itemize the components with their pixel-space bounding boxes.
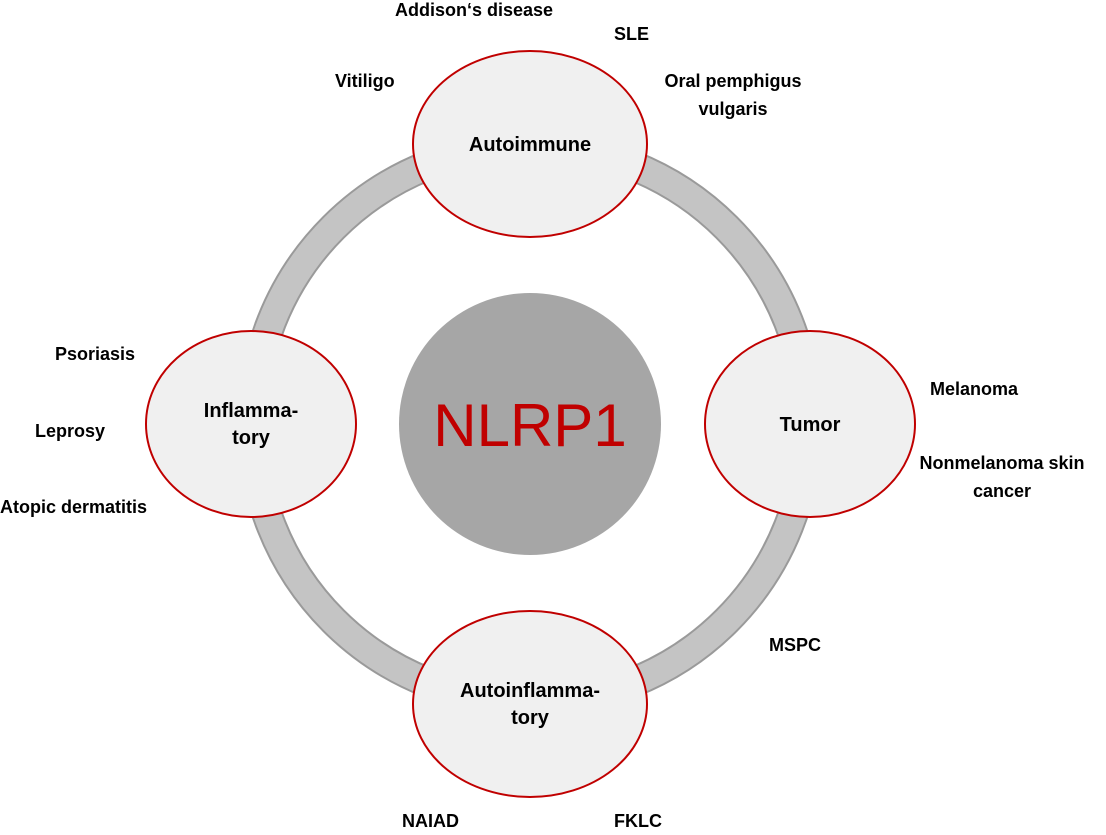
disease-atopic-dermatitis: Atopic dermatitis: [0, 497, 148, 517]
node-autoinflammatory-label-line1: Autoinflamma-: [460, 680, 600, 702]
disease-nonmelanoma: Nonmelanoma skin cancer: [919, 449, 1085, 505]
node-autoimmune: Autoimmune: [412, 50, 648, 238]
disease-leprosy: Leprosy: [35, 421, 106, 441]
node-tumor: Tumor: [704, 330, 916, 518]
node-inflammatory-label-line2: tory: [232, 427, 271, 449]
node-inflammatory: Inflamma- tory: [145, 330, 357, 518]
disease-psoriasis: Psoriasis: [55, 344, 136, 364]
disease-melanoma: Melanoma: [930, 379, 1019, 399]
center-circle: [399, 293, 661, 555]
node-autoimmune-label: Autoimmune: [469, 134, 591, 156]
disease-fklc: FKLC: [614, 811, 662, 831]
node-autoinflammatory-label-line2: tory: [511, 707, 550, 729]
node-autoimmune-ellipse: [412, 50, 648, 238]
node-tumor-ellipse: [704, 330, 916, 518]
disease-sle: SLE: [614, 24, 650, 44]
disease-addisons: Addison‘s disease: [395, 0, 554, 20]
disease-naiad: NAIAD: [402, 811, 459, 831]
disease-oral-pemphigus-line2: vulgaris: [698, 99, 768, 119]
disease-nonmelanoma-line1: Nonmelanoma skin: [919, 453, 1085, 473]
disease-vitiligo: Vitiligo: [335, 71, 395, 91]
node-autoinflammatory-ellipse: [412, 610, 648, 798]
disease-mspc: MSPC: [769, 635, 822, 655]
disease-oral-pemphigus: Oral pemphigus vulgaris: [652, 67, 814, 123]
disease-nonmelanoma-line2: cancer: [972, 481, 1032, 501]
node-autoinflammatory: Autoinflamma- tory: [412, 610, 648, 798]
disease-oral-pemphigus-line1: Oral pemphigus: [664, 71, 802, 91]
center-label: NLRP1: [433, 392, 626, 459]
node-inflammatory-label-line1: Inflamma-: [204, 400, 298, 422]
node-tumor-label: Tumor: [780, 414, 841, 436]
node-inflammatory-ellipse: [145, 330, 357, 518]
